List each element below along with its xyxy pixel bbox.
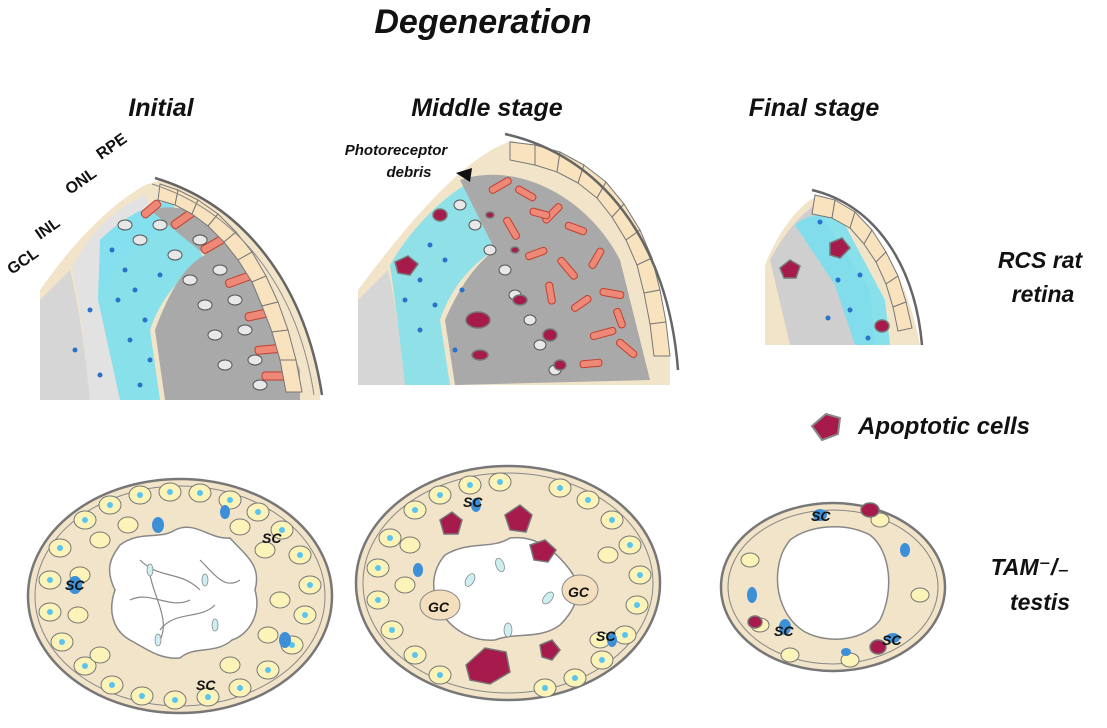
stage-final-title: Final stage: [749, 94, 880, 122]
debris-arrowhead: [456, 168, 472, 182]
annotation-line-1: Photoreceptor: [345, 142, 449, 159]
testis-final-sc-right: SC: [882, 632, 902, 648]
row-label-testis-1: TAM⁻/₋: [991, 554, 1070, 580]
testis-middle-sc-right: SC: [596, 628, 616, 644]
layer-label-gcl: GCL: [5, 245, 43, 278]
retina-initial: RPE ONL INL GCL: [5, 130, 324, 400]
retina-final: [765, 188, 924, 346]
testis-final-sc-top: SC: [811, 508, 831, 524]
row-label-retina-2: retina: [1012, 281, 1075, 307]
legend-label: Apoptotic cells: [857, 413, 1030, 440]
row-label-testis-2: testis: [1010, 589, 1070, 615]
stage-initial-title: Initial: [128, 94, 194, 122]
retina-middle: Photoreceptor debris: [345, 132, 680, 385]
legend: Apoptotic cells: [810, 412, 1030, 442]
figure-title: Degeneration: [374, 3, 591, 41]
testis-initial-sc-left: SC: [65, 577, 85, 593]
stage-middle-title: Middle stage: [411, 94, 563, 122]
testis-middle-gc-right: GC: [568, 584, 590, 600]
testis-middle-sc-top: SC: [463, 494, 483, 510]
testis-initial: SC SC SC: [26, 477, 334, 715]
testis-final: SC SC SC: [719, 501, 947, 673]
testis-middle-gc-left: GC: [428, 599, 450, 615]
layer-label-inl: INL: [33, 214, 64, 243]
layer-label-rpe: RPE: [94, 130, 131, 163]
testis-initial-sc-right: SC: [262, 530, 282, 546]
row-label-retina-1: RCS rat: [998, 247, 1084, 273]
testis-middle: SC SC GC GC: [354, 464, 662, 702]
testis-final-sc-left: SC: [774, 623, 794, 639]
apoptotic-cell-swatch: [810, 412, 842, 442]
testis-initial-sc-bottom: SC: [196, 677, 216, 693]
layer-label-onl: ONL: [63, 165, 101, 198]
annotation-line-2: debris: [386, 164, 431, 181]
